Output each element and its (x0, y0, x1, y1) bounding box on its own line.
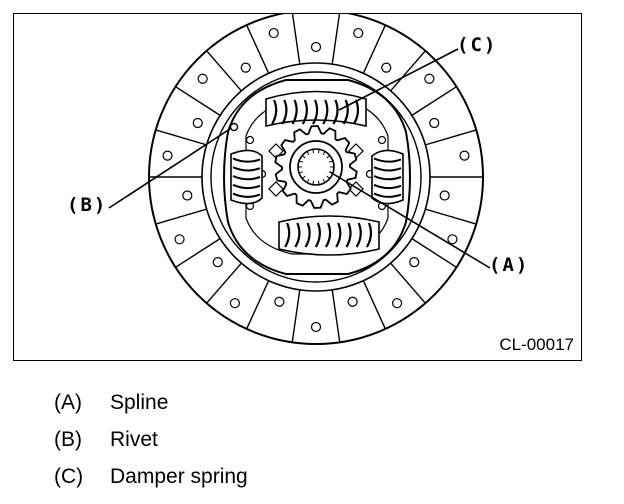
callout-label-b: (B) (67, 194, 108, 216)
callout-label-c: (C) (457, 34, 498, 56)
legend-key: (A) (54, 391, 82, 414)
facing-rivets (162, 27, 470, 333)
legend-list: (A) Spline (B) Rivet (C) Damper spring (54, 388, 248, 499)
leader-lines (108, 48, 491, 269)
cushion-plate-edge (210, 71, 422, 283)
legend-key: (C) (54, 465, 84, 488)
spline-bore (297, 148, 335, 186)
legend-label: Rivet (110, 428, 158, 451)
damper-spring-top (265, 90, 367, 128)
callout-label-a: (A) (489, 254, 530, 276)
legend-item-b: (B) Rivet (54, 425, 248, 462)
retainer-plate (223, 79, 411, 275)
clutch-disc-drawing (108, 14, 491, 345)
damper-spring-bottom (278, 215, 380, 256)
legend-label: Damper spring (110, 465, 248, 488)
legend-item-a: (A) Spline (54, 388, 248, 425)
legend-item-c: (C) Damper spring (54, 462, 248, 499)
figure-code: CL-00017 (499, 335, 574, 354)
damper-spring-right (371, 149, 404, 205)
damper-spring-left (230, 149, 263, 205)
leader-line-b (108, 126, 234, 209)
clutch-disc-figure: (C) (B) (A) CL-00017 (13, 13, 582, 361)
hub (274, 125, 358, 209)
leader-line-a (329, 171, 491, 269)
legend-label: Spline (110, 391, 169, 414)
leader-line-c (338, 48, 459, 111)
rivet-b (229, 122, 239, 132)
legend-key: (B) (54, 428, 82, 451)
